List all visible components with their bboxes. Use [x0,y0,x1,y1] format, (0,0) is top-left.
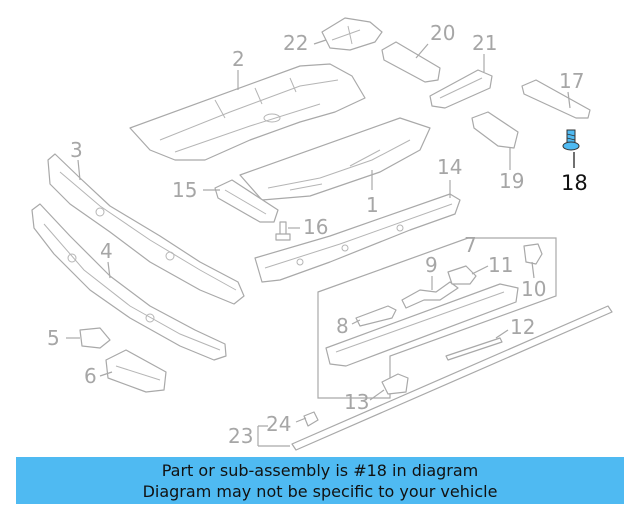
callout-17: 17 [559,69,584,93]
callout-8: 8 [336,314,349,338]
part-15-bracket [214,179,279,223]
part-12-strip [445,337,503,361]
part-7-sill-outer [325,283,519,367]
callout-2: 2 [232,47,245,71]
part-20-member [381,41,441,83]
callout-6: 6 [84,364,97,388]
callout-24: 24 [266,412,291,436]
part-19-bracket [471,111,519,149]
part-6-bracket [105,349,167,393]
callout-3: 3 [70,138,83,162]
callout-1: 1 [366,193,379,217]
callout-13: 13 [344,390,369,414]
callout-18: 18 [561,171,588,195]
part-1-rear-floor [239,117,431,201]
part-24-clip [303,411,319,427]
callout-labels: 1 2 3 4 5 6 7 8 9 10 11 12 13 14 15 16 1… [47,21,588,448]
callout-5: 5 [47,326,60,350]
callout-14: 14 [437,155,462,179]
part-5-plate [79,327,111,349]
callout-12: 12 [510,315,535,339]
callout-16: 16 [303,215,328,239]
callout-20: 20 [430,21,455,45]
part-16-bolt [275,221,291,241]
callout-10: 10 [521,277,546,301]
part-8-bracket [355,305,397,327]
callout-22: 22 [283,31,308,55]
part-14-sill [254,193,461,283]
part-18-bolt [562,129,580,151]
part-21-member [429,69,493,109]
callout-4: 4 [100,239,113,263]
callout-19: 19 [499,169,524,193]
leader-lines [66,39,575,447]
callout-21: 21 [472,31,497,55]
part-23-strip [291,305,613,451]
part-9-reinforcement [401,281,459,309]
callout-7: 7 [464,233,477,257]
banner-line-2: Diagram may not be specific to your vehi… [142,482,498,501]
part-11-bracket [447,265,477,285]
banner-line-1: Part or sub-assembly is #18 in diagram [161,461,479,480]
part-10-clip [523,243,543,265]
info-banner: Part or sub-assembly is #18 in diagram D… [16,457,624,504]
part-22-bracket [321,17,383,51]
callout-23: 23 [228,424,253,448]
part-4-rail [31,203,227,361]
part-13-bracket [381,373,409,395]
callout-15: 15 [172,178,197,202]
part-2-floor-pan [129,63,366,161]
part-3-rail [47,153,245,305]
part-17-panel [521,79,591,119]
callout-11: 11 [488,253,513,277]
callout-9: 9 [425,253,438,277]
